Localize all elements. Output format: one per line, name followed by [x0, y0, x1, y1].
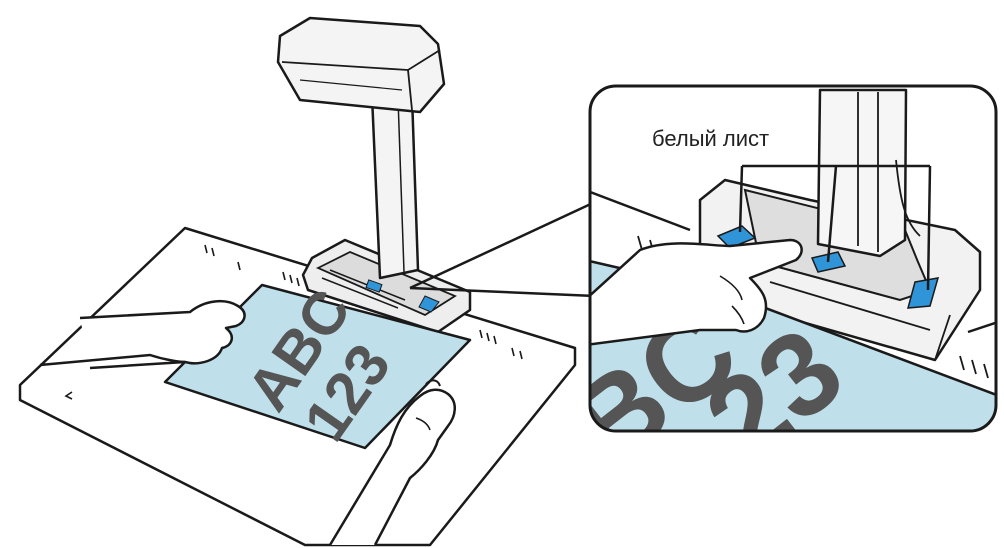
zoom-inset: BC 23 белый лист [546, 86, 1004, 548]
white-sheet-label: белый лист [652, 126, 769, 151]
